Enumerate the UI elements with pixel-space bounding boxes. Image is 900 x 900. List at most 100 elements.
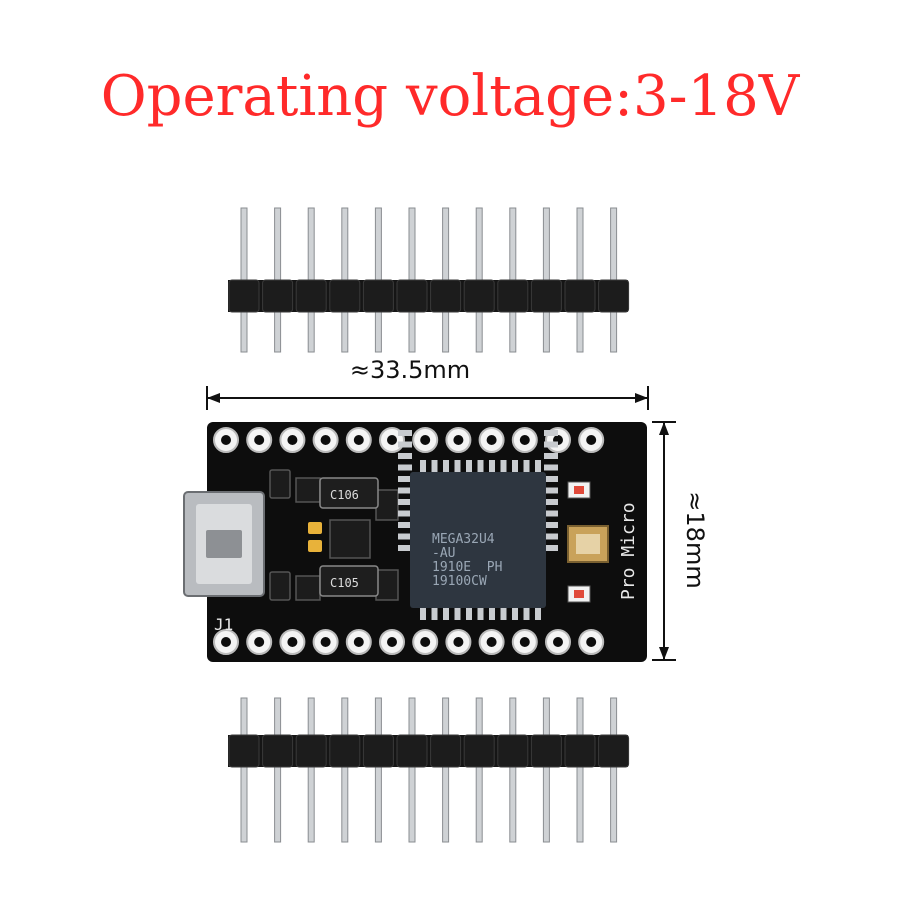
chip-pin: [466, 606, 472, 620]
header-pin: [610, 697, 618, 843]
chip-pin: [512, 606, 518, 620]
height-dimension-label: ≈18mm: [681, 491, 709, 589]
chip-pin: [535, 460, 541, 474]
pad-hole: [519, 637, 530, 647]
header-pin-block: [598, 734, 630, 768]
capacitor-c106: C106: [319, 477, 379, 509]
pad-hole: [221, 637, 231, 647]
header-pin-block: [396, 734, 428, 768]
header-pin-block: [463, 279, 495, 313]
chip-pin: [420, 460, 426, 474]
smd-components: [269, 469, 399, 601]
header-pin-block: [430, 279, 462, 313]
height-dimension-line: [652, 421, 676, 661]
chip-pin: [512, 460, 518, 474]
pad-hole: [353, 637, 364, 647]
chip-pin: [398, 453, 412, 459]
header-pin-block: [396, 279, 428, 313]
crystal-oscillator: [567, 525, 609, 563]
chip-pin: [398, 441, 412, 448]
chip-pin: [544, 464, 558, 471]
chip-pin: [398, 487, 412, 494]
header-pin: [442, 697, 450, 843]
pad-hole: [254, 435, 265, 445]
svg-text:C106: C106: [330, 488, 359, 502]
svg-text:C105: C105: [330, 576, 359, 590]
header-pin: [341, 697, 349, 843]
chip-pin: [489, 606, 495, 620]
chip-pin: [544, 545, 558, 551]
header-pin-block: [463, 734, 495, 768]
silkscreen-name: Pro Micro: [618, 502, 639, 600]
header-pin: [274, 697, 282, 843]
chip-pin: [544, 510, 558, 517]
chip-pin: [523, 460, 530, 474]
header-pin: [509, 697, 517, 843]
chip-pin: [500, 606, 507, 620]
header-pin-block: [228, 734, 260, 768]
chip-pin: [398, 464, 412, 471]
chip-pin: [544, 533, 558, 540]
pad-hole: [420, 435, 431, 445]
chip-line-1: MEGA32U4: [432, 532, 495, 547]
chip-pin: [443, 460, 449, 474]
header-pin-block: [362, 734, 394, 768]
chip-pin: [398, 522, 412, 528]
chip-pin: [523, 606, 530, 620]
pad-hole: [453, 637, 464, 647]
header-pin-block: [295, 734, 327, 768]
pro-micro-board: J1 C106 C105: [183, 422, 647, 662]
chip-pin: [477, 606, 484, 620]
chip-pin: [489, 460, 495, 474]
status-leds: [567, 481, 591, 603]
chip-pin: [398, 533, 412, 540]
mcu-chip: [410, 472, 546, 608]
pad-hole: [486, 435, 497, 445]
pad-hole: [320, 637, 331, 647]
bottom-pad-row: [213, 629, 605, 655]
pad-hole: [586, 637, 597, 647]
chip-pin: [454, 460, 461, 474]
pad-hole: [221, 435, 231, 445]
width-dimension-line: [206, 386, 649, 410]
chip-pin: [544, 499, 558, 505]
chip-pin: [535, 606, 541, 620]
header-pin-block: [362, 279, 394, 313]
chip-line-2: -AU: [432, 546, 455, 561]
headline: Operating voltage:3-18V: [0, 62, 900, 132]
chip-pin: [420, 606, 426, 620]
header-pin: [374, 697, 382, 843]
chip-pin: [431, 460, 438, 474]
pad-hole: [287, 637, 298, 647]
header-pin-block: [530, 734, 562, 768]
chip-line-4: 19100CW: [432, 574, 487, 589]
chip-pin: [398, 430, 412, 436]
capacitor-c105: C105: [319, 565, 379, 597]
top-pin-header: [228, 207, 630, 353]
chip-pin: [544, 476, 558, 482]
micro-usb-connector: [183, 491, 265, 597]
bottom-pin-header: [228, 697, 630, 843]
header-pin-block: [430, 734, 462, 768]
header-pin-block: [598, 279, 630, 313]
header-pin-block: [497, 734, 529, 768]
chip-pin: [500, 460, 507, 474]
jumper-pads: [308, 522, 322, 552]
header-pin-block: [262, 734, 294, 768]
chip-pin: [544, 453, 558, 459]
pad-hole: [453, 435, 464, 445]
chip-pin: [398, 510, 412, 517]
pad-hole: [486, 637, 497, 647]
pad-hole: [519, 435, 530, 445]
chip-line-3: 1910E PH: [432, 560, 502, 575]
header-pin: [240, 697, 248, 843]
chip-pin: [454, 606, 461, 620]
mcu-chip-pins: [398, 430, 558, 620]
chip-pin: [398, 545, 412, 551]
header-pin-block: [295, 279, 327, 313]
header-pin-block: [564, 734, 596, 768]
header-pin-block: [329, 734, 361, 768]
chip-pin: [398, 499, 412, 505]
chip-pin: [466, 460, 472, 474]
pad-hole: [320, 435, 331, 445]
